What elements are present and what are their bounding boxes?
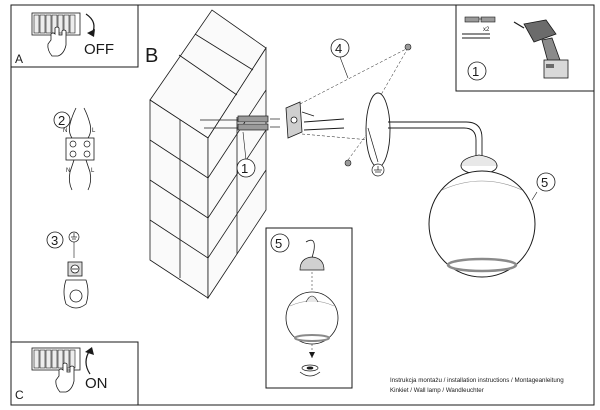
step-5-detail-number: 5 bbox=[275, 236, 282, 251]
bracket-screws bbox=[303, 118, 345, 131]
assembly-guide-lines bbox=[299, 47, 409, 161]
ring-nut-icon bbox=[301, 364, 319, 372]
panel-a: OFF A bbox=[10, 4, 139, 68]
sheet-border bbox=[10, 4, 595, 406]
socket-cap-icon bbox=[299, 256, 325, 271]
panel-c-letter: C bbox=[15, 388, 24, 402]
lamp-base-plate bbox=[365, 92, 391, 168]
step-1-number: 1 bbox=[241, 161, 248, 176]
panel-c: ON C bbox=[10, 341, 139, 406]
wall-lamp bbox=[365, 92, 536, 278]
step-5-detail-inset: 5 bbox=[265, 227, 353, 389]
wall-illustration bbox=[149, 9, 267, 300]
screw-icon bbox=[462, 33, 490, 39]
step-2-wire-connector: 2 N L N L bbox=[53, 107, 96, 191]
footer-line-1: Instrukcja montażu / installation instru… bbox=[390, 377, 564, 384]
ground-screw-icon bbox=[67, 261, 83, 277]
ground-symbol-icon bbox=[367, 127, 385, 177]
step-1-inset: x2 1 bbox=[455, 4, 595, 92]
hand-icon bbox=[55, 362, 75, 393]
step-3-number: 3 bbox=[51, 233, 58, 248]
step-5-number: 5 bbox=[541, 175, 548, 190]
step-2-number: 2 bbox=[58, 113, 65, 128]
panel-a-state-label: OFF bbox=[84, 41, 114, 58]
lamp-arm bbox=[388, 121, 483, 160]
footer-line-2: Kinkiet / Wall lamp / Wandleuchter bbox=[390, 387, 484, 394]
decorative-nut-icon bbox=[344, 43, 412, 167]
mounting-bracket bbox=[285, 101, 315, 139]
terminal-label-n-top: N bbox=[63, 128, 67, 134]
terminal-label-l-top: L bbox=[92, 128, 96, 134]
terminal-label-l-bottom: L bbox=[91, 168, 95, 174]
terminal-label-n-bottom: N bbox=[66, 168, 70, 174]
ground-symbol-icon bbox=[68, 231, 80, 243]
glass-globe-shade bbox=[428, 170, 536, 278]
step-3-ground-terminal: 3 bbox=[46, 231, 89, 309]
wall-plug-icon bbox=[464, 16, 496, 23]
power-switch-panel-icon bbox=[31, 347, 81, 371]
wall-plugs-icon bbox=[200, 115, 280, 131]
arrow-head bbox=[85, 347, 94, 355]
terminal-block bbox=[65, 137, 95, 161]
rotate-arrow-icon bbox=[299, 371, 321, 377]
step-1-inset-number: 1 bbox=[472, 64, 479, 79]
power-switch-panel-icon bbox=[31, 12, 81, 36]
cable-lug-icon bbox=[63, 279, 89, 309]
panel-c-state-label: ON bbox=[85, 375, 108, 392]
quantity-label: x2 bbox=[483, 27, 490, 33]
hand-icon bbox=[47, 26, 67, 57]
panel-b-letter: B bbox=[145, 45, 158, 67]
step-4-number: 4 bbox=[335, 41, 342, 56]
arrow-head bbox=[87, 29, 95, 37]
drill-icon bbox=[513, 19, 569, 79]
panel-a-letter: A bbox=[15, 52, 23, 66]
